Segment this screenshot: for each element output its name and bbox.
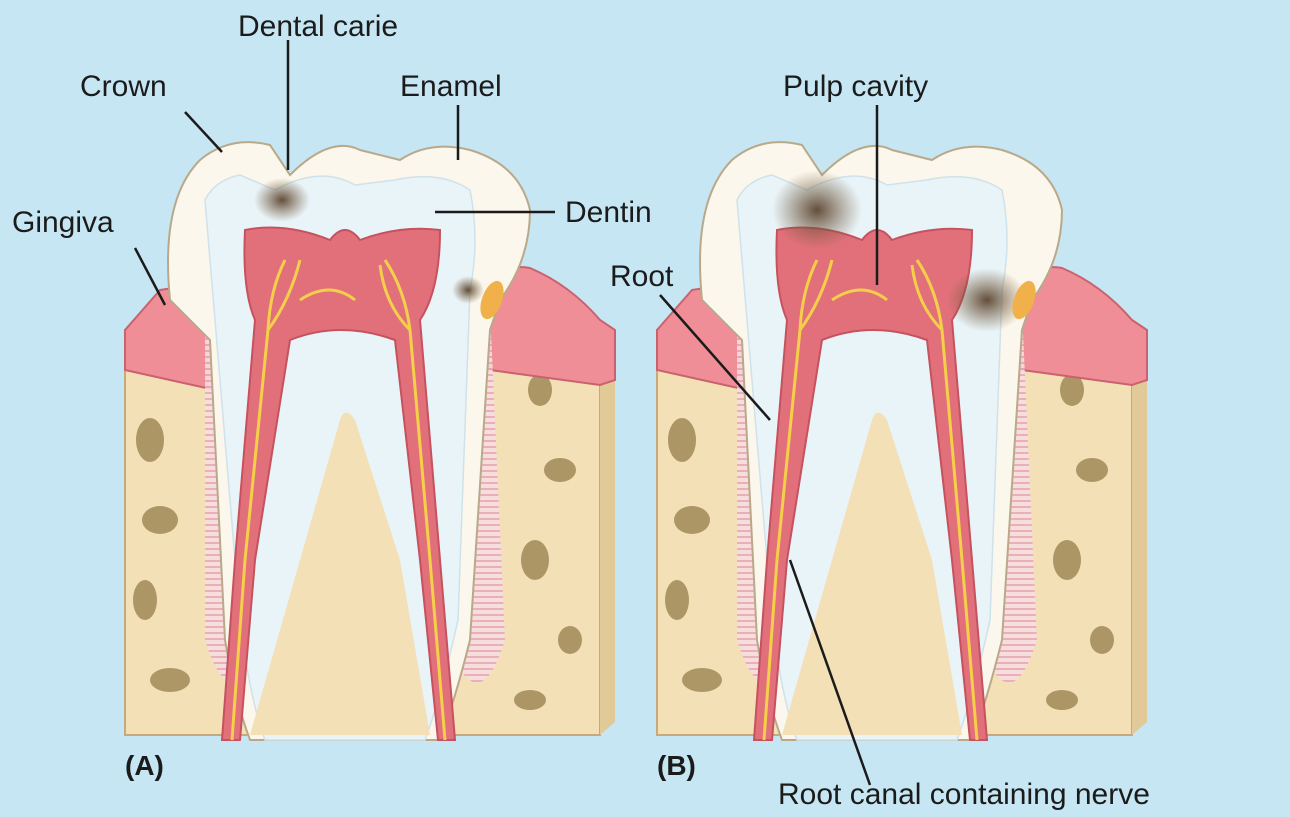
label-dental-carie: Dental carie [238, 12, 398, 42]
label-gingiva: Gingiva [12, 208, 114, 238]
label-root: Root [610, 262, 673, 292]
label-enamel: Enamel [400, 72, 502, 102]
label-root-canal: Root canal containing nerve [778, 780, 1150, 810]
label-pulp-cavity: Pulp cavity [783, 72, 928, 102]
tooth-a [125, 142, 615, 740]
label-crown: Crown [80, 72, 167, 102]
label-dentin: Dentin [565, 198, 652, 228]
tooth-b [657, 142, 1147, 740]
label-panel-a: (A) [125, 752, 164, 780]
label-panel-b: (B) [657, 752, 696, 780]
